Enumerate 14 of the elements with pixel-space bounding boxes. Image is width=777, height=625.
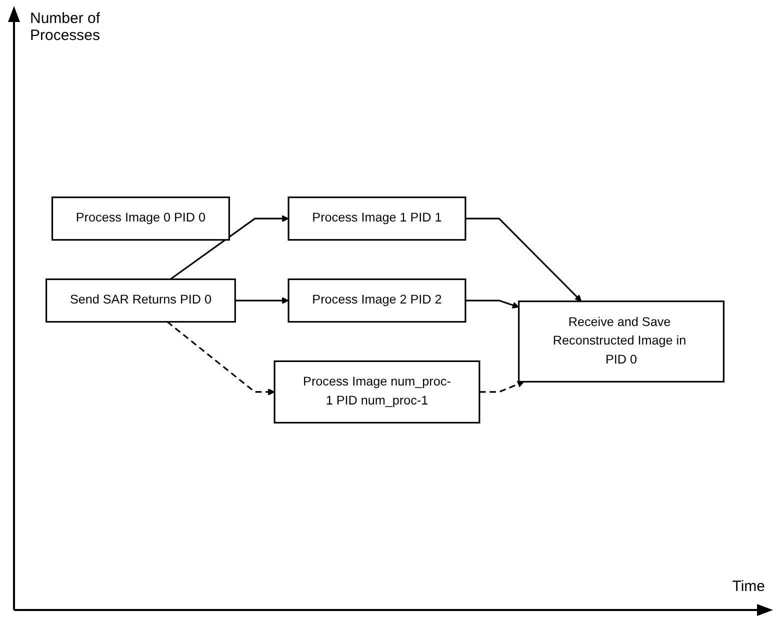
axis-label: Time — [732, 578, 765, 595]
node-box: Process Image 2 PID 2 — [288, 278, 466, 323]
node-box: Send SAR Returns PID 0 — [46, 278, 236, 323]
node-box: Process Image num_proc-1 PID num_proc-1 — [274, 360, 480, 424]
axis-label: Number of Processes — [30, 10, 102, 44]
arrow — [166, 321, 275, 396]
node-box: Process Image 1 PID 1 — [288, 196, 466, 241]
arrow — [170, 215, 289, 280]
arrow — [465, 218, 582, 302]
node-box: Receive and Save Reconstructed Image in PID 0 — [518, 300, 724, 382]
arrow — [465, 300, 520, 308]
node-box: Process Image 0 PID 0 — [51, 196, 230, 241]
arrow — [479, 380, 524, 393]
arrow — [235, 297, 289, 304]
